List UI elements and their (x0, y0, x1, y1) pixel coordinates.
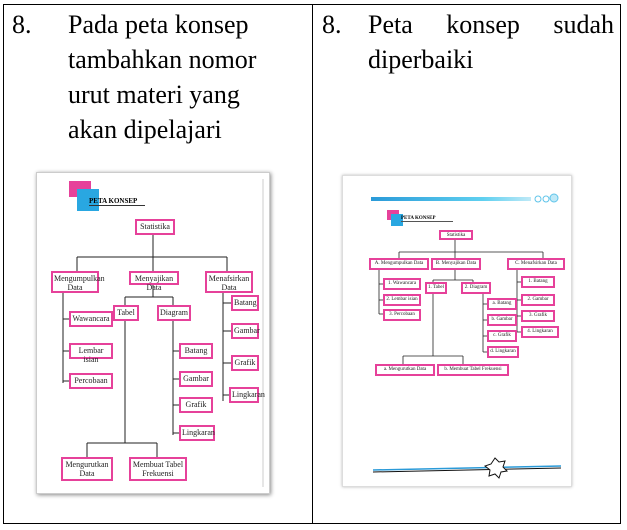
diagram-node: a. Batang (487, 298, 517, 310)
left-concept-map-image: PETA KONSEP Statistika Mengumpulkan Data… (36, 172, 270, 494)
left-line: akan dipelajari (68, 115, 222, 144)
bottom-node: Membuat Tabel Frekuensi (129, 457, 187, 481)
interpret-node: 3. Grafik (521, 310, 555, 322)
level1-node: B. Menyajikan Data (431, 258, 481, 270)
level1-node: Menyajikan Data (129, 271, 179, 292)
diagram-node: Gambar (179, 371, 213, 387)
collect-node: 2. Lembar isian (383, 294, 421, 306)
left-line: urut materi yang (68, 80, 240, 109)
left-connectors (62, 179, 264, 487)
present-node: Diagram (157, 305, 191, 321)
interpret-node: Lingkaran (229, 387, 265, 403)
collect-node: Percobaan (69, 373, 113, 389)
diagram-node: b. Gambar (487, 314, 517, 326)
map-title: PETA KONSEP (401, 216, 453, 222)
collect-node: Lembar isian (69, 343, 113, 364)
diagram-node: c. Grafik (487, 330, 517, 342)
title-accent-blue (391, 214, 403, 226)
diagram-node: Lingkaran (179, 425, 215, 441)
level1-node: Menafsirkan Data (205, 271, 253, 293)
right-line: diperbaiki (368, 45, 474, 74)
left-line: tambahkan nomor (68, 45, 257, 74)
root-node: Statistika (135, 219, 175, 235)
right-cell-text: 8. Peta konsep sudah diperbaiki (322, 7, 614, 87)
bottom-node: b. Membuat Tabel Frekuensi (437, 364, 509, 376)
right-line: Peta konsep sudah (368, 10, 614, 39)
right-connectors (371, 193, 562, 479)
left-instruction: Pada peta konsep tambahkan nomor urut ma… (68, 7, 298, 147)
comparison-table: 8. Pada peta konsep tambahkan nomor urut… (3, 4, 621, 524)
left-cell-text: 8. Pada peta konsep tambahkan nomor urut… (12, 7, 298, 157)
interpret-node: Gambar (231, 323, 260, 339)
root-node: Statistika (439, 230, 473, 240)
bottom-node: a. Mengurutkan Data (375, 364, 435, 376)
interpret-node: 4. Lingkaran (521, 326, 559, 338)
diagram-node: Batang (179, 343, 213, 359)
level1-node: A. Mengumpulkan Data (369, 258, 429, 270)
left-item-number: 8. (12, 10, 32, 39)
collect-node: 1. Wawancara (383, 278, 421, 290)
right-instruction: Peta konsep sudah diperbaiki (368, 7, 614, 77)
right-concept-map-image: PETA KONSEP Statistika A. Mengumpulkan D… (342, 175, 572, 487)
interpret-node: Batang (231, 295, 259, 311)
left-line: Pada peta konsep (68, 10, 249, 39)
interpret-node: 2. Gambar (521, 294, 555, 306)
present-node: 1. Tabel (425, 282, 447, 294)
right-item-number: 8. (322, 10, 342, 39)
present-node: Tabel (113, 305, 139, 321)
level1-node: Mengumpulkan Data (51, 271, 105, 293)
collect-node: 3. Percobaan (383, 309, 421, 321)
diagram-node: Grafik (179, 397, 213, 413)
interpret-node: 1. Batang (521, 276, 555, 288)
collect-node: Wawancara (69, 311, 113, 327)
level1-node: C. Menafsirkan Data (507, 258, 565, 270)
present-node: 2. Diagram (461, 282, 491, 294)
diagram-node: d. Lingkaran (487, 346, 519, 358)
interpret-node: Grafik (231, 355, 259, 371)
bottom-node: Mengurutkan Data (61, 457, 113, 481)
map-title: PETA KONSEP (89, 197, 145, 206)
column-divider (312, 5, 313, 523)
